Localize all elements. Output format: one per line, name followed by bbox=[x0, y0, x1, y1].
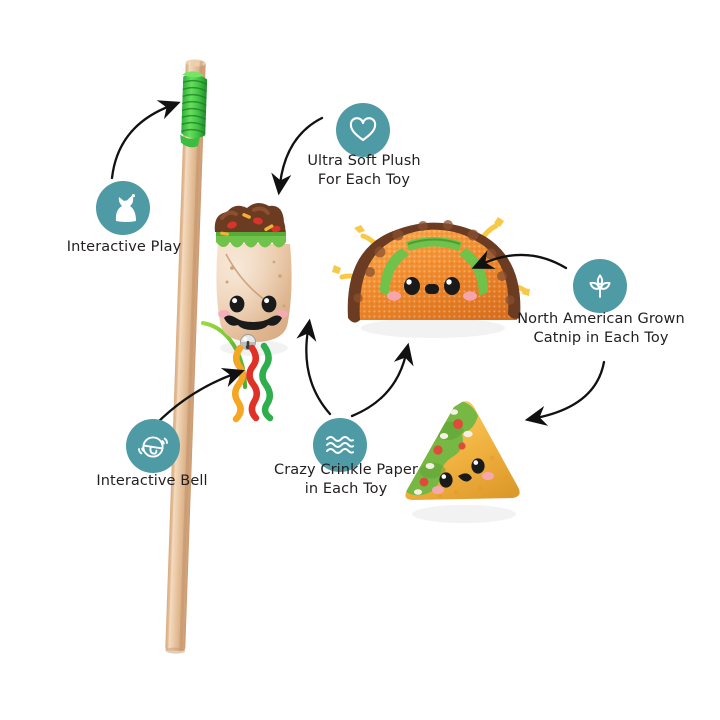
caption-ultra-soft-plush: Ultra Soft Plush For Each Toy bbox=[307, 153, 421, 189]
wavy-lines-icon bbox=[324, 433, 356, 457]
heart-icon bbox=[348, 115, 378, 145]
caption-catnip: North American Grown Catnip in Each Toy bbox=[517, 311, 685, 347]
cat-playing-icon bbox=[107, 192, 139, 224]
badge-interactive-play[interactable] bbox=[96, 181, 150, 235]
caption-crinkle-paper: Crazy Crinkle Paper in Each Toy bbox=[274, 462, 418, 498]
caption-interactive-bell: Interactive Bell bbox=[96, 473, 208, 489]
jingle-bell-icon bbox=[137, 430, 169, 462]
burrito-plush bbox=[214, 202, 292, 423]
badge-catnip[interactable] bbox=[573, 259, 627, 313]
caption-interactive-play: Interactive Play bbox=[66, 239, 182, 255]
arrow-catnip-to-nacho bbox=[524, 360, 606, 426]
wooden-wand-stick bbox=[165, 59, 247, 654]
badge-interactive-bell[interactable] bbox=[126, 419, 180, 473]
leaf-plant-icon bbox=[585, 271, 615, 301]
nacho-plush bbox=[405, 401, 520, 523]
badge-ultra-soft-plush[interactable] bbox=[336, 103, 390, 157]
badge-crinkle-paper[interactable] bbox=[313, 418, 367, 472]
